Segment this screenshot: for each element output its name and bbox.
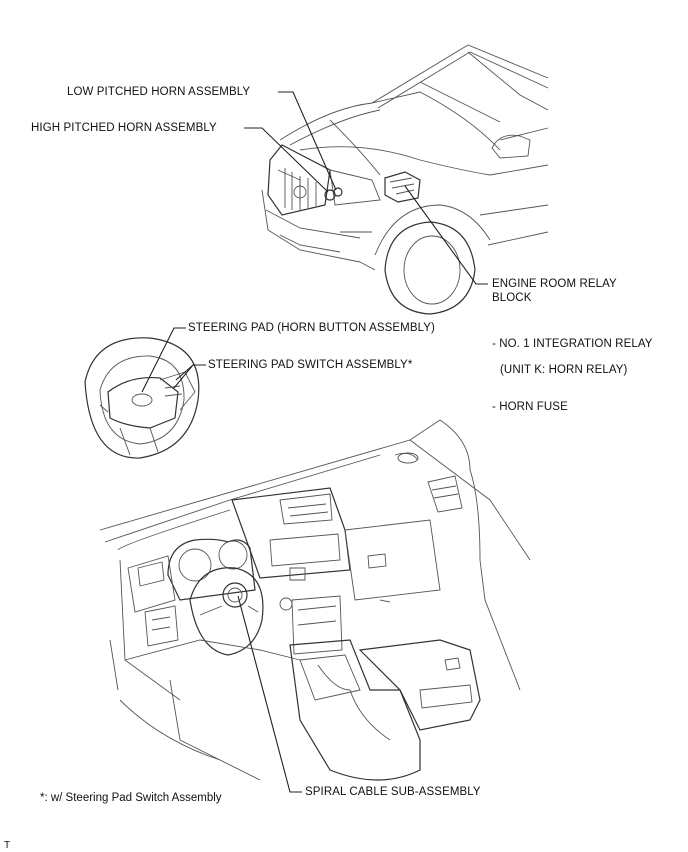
low-horn-label: LOW PITCHED HORN ASSEMBLY	[67, 86, 251, 98]
integration-relay-label: - NO. 1 INTEGRATION RELAY	[492, 338, 653, 350]
corner-mark: T	[4, 840, 11, 851]
relay-block-label-line2: BLOCK	[492, 292, 532, 304]
pad-switch-label: STEERING PAD SWITCH ASSEMBLY*	[208, 359, 413, 371]
horn-fuse-label: - HORN FUSE	[492, 401, 568, 413]
footnote: *: w/ Steering Pad Switch Assembly	[40, 792, 222, 804]
relay-block-label-line1: ENGINE ROOM RELAY	[492, 278, 617, 290]
vehicle-drawing	[261, 44, 549, 315]
dashboard-drawing	[99, 419, 531, 781]
leader-lines	[141, 91, 488, 793]
steering-pad-label: STEERING PAD (HORN BUTTON ASSEMBLY)	[188, 322, 435, 334]
spiral-cable-label: SPIRAL CABLE SUB-ASSEMBLY	[305, 786, 481, 798]
horn-relay-label: (UNIT K: HORN RELAY)	[500, 364, 628, 376]
high-horn-label: HIGH PITCHED HORN ASSEMBLY	[31, 122, 217, 134]
steering-wheel-drawing	[84, 337, 200, 459]
